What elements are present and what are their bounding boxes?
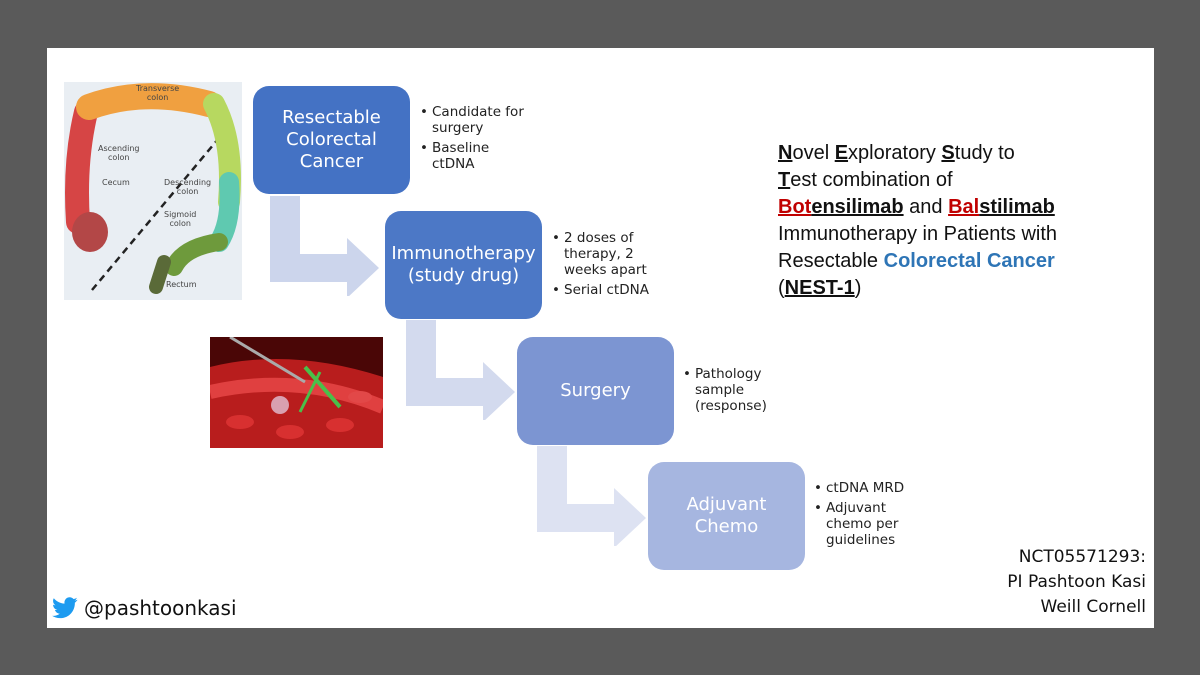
- trial-info: NCT05571293: PI Pashtoon Kasi Weill Corn…: [1007, 545, 1146, 620]
- label-ascending-colon: Ascending colon: [98, 144, 140, 162]
- label-descending-colon: Descending colon: [164, 178, 212, 196]
- trial-pi: PI Pashtoon Kasi: [1007, 572, 1146, 592]
- bullet: Baseline ctDNA: [420, 140, 524, 172]
- bullet: Pathology sample (response): [683, 366, 767, 414]
- label-transverse-colon: Transverse colon: [136, 84, 180, 102]
- arrow-step1-to-step2: [270, 196, 379, 296]
- step-immunotherapy: Immunotherapy (study drug): [385, 211, 542, 319]
- bullet: Serial ctDNA: [552, 282, 649, 298]
- bullet: Adjuvant chemo per guidelines: [814, 500, 904, 548]
- step4-bullets: ctDNA MRD Adjuvant chemo per guidelines: [814, 480, 904, 552]
- trial-institution: Weill Cornell: [1040, 597, 1147, 617]
- arrow-step3-to-step4: [537, 446, 646, 546]
- label-sigmoid-colon: Sigmoid colon: [164, 210, 197, 228]
- step3-bullets: Pathology sample (response): [683, 366, 767, 418]
- bullet: ctDNA MRD: [814, 480, 904, 496]
- label-cecum: Cecum: [102, 178, 130, 187]
- arrow-step2-to-step3: [406, 320, 515, 420]
- blood-vessel-illustration: [210, 337, 383, 448]
- handle-text: @pashtoonkasi: [84, 596, 237, 620]
- twitter-handle: @pashtoonkasi: [52, 596, 237, 620]
- twitter-bird-icon: [52, 597, 78, 619]
- bullet: 2 doses of therapy, 2 weeks apart: [552, 230, 649, 278]
- slide: Transverse colon Ascending colon Cecum D…: [47, 48, 1154, 628]
- step-resectable-crc: Resectable Colorectal Cancer: [253, 86, 410, 194]
- step-adjuvant-chemo: Adjuvant Chemo: [648, 462, 805, 570]
- study-title: Novel Exploratory Study to Test combinat…: [778, 142, 1058, 299]
- step-surgery: Surgery: [517, 337, 674, 445]
- trial-id: NCT05571293:: [1018, 547, 1146, 567]
- colon-drawing: [65, 83, 241, 294]
- step1-bullets: Candidate for surgery Baseline ctDNA: [420, 104, 524, 176]
- colon-illustration: Transverse colon Ascending colon Cecum D…: [64, 82, 242, 300]
- bullet: Candidate for surgery: [420, 104, 524, 136]
- label-rectum: Rectum: [166, 280, 197, 289]
- step2-bullets: 2 doses of therapy, 2 weeks apart Serial…: [552, 230, 649, 302]
